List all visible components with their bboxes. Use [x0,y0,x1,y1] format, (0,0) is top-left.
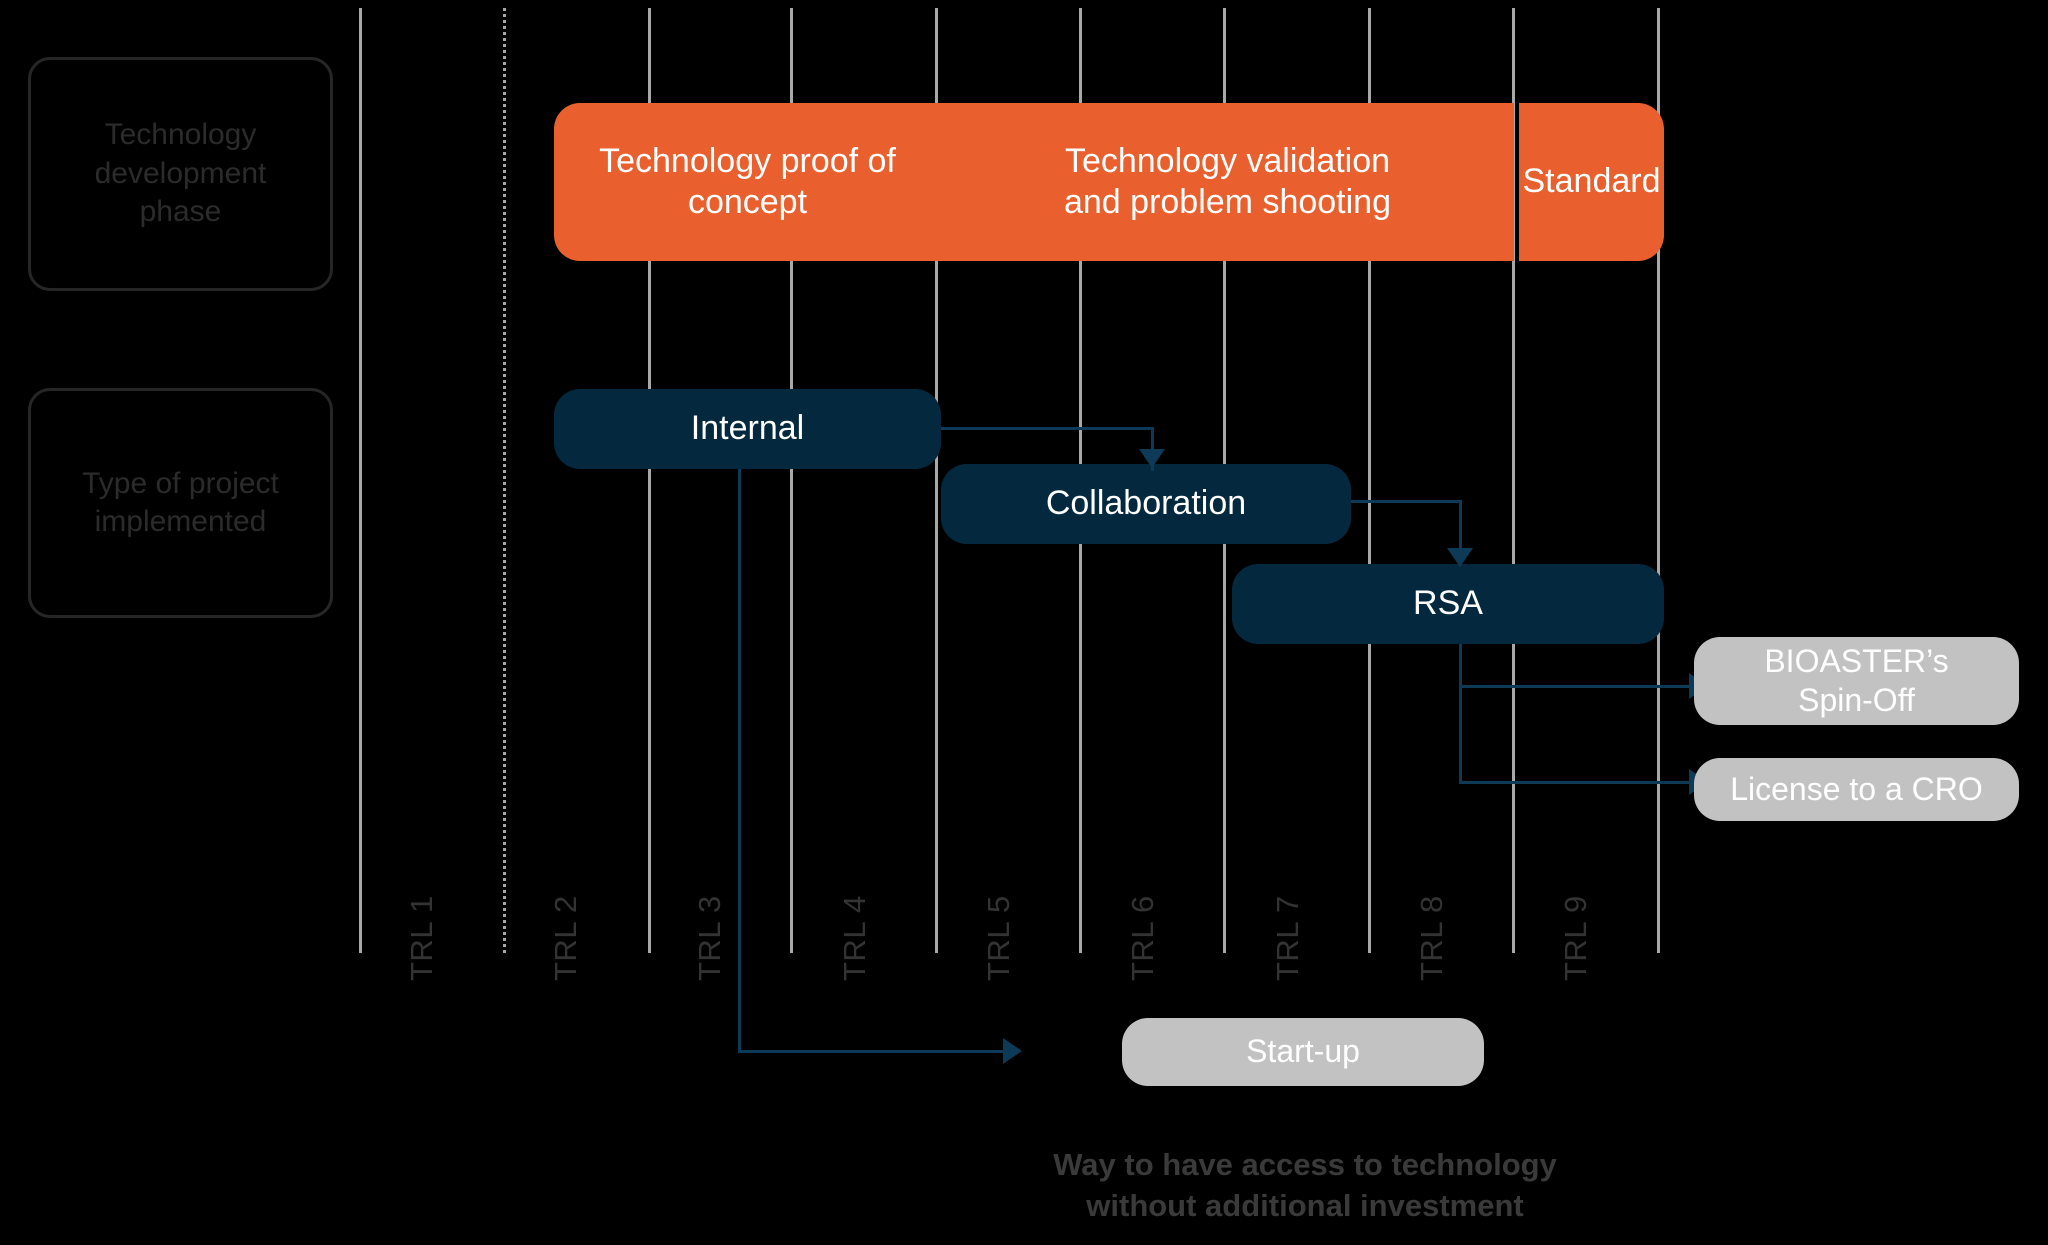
phase-technology-proof-of-concept-label: Technology proof of concept [599,141,896,221]
axis-tick-trl-5: TRL 5 [981,895,1017,981]
startup-caption: Way to have access to technology without… [900,1105,1710,1226]
axis-tick-trl-9: TRL 9 [1558,895,1594,981]
gridline-2 [648,8,651,953]
axis-tick-trl-4-text: TRL 4 [837,895,872,981]
axis-tick-trl-2-text: TRL 2 [548,895,583,981]
axis-tick-trl-2: TRL 2 [548,895,584,981]
axis-tick-trl-1: TRL 1 [404,895,440,981]
project-collaboration-label: Collaboration [1045,484,1247,523]
phase-technology-validation-label: Technology validation and problem shooti… [1063,141,1391,221]
gridline-4 [935,8,938,953]
gridline-7 [1368,8,1371,953]
project-rsa-label: RSA [1413,584,1483,623]
outcome-license-to-a-cro-label: License to a CRO [1730,770,1983,807]
connector-rsa-to-outcomes-vertical [1459,644,1462,784]
axis-tick-trl-6-text: TRL 6 [1125,895,1160,981]
technology-development-phase-text: Technology development phase [94,118,267,229]
axis-tick-trl-1-text: TRL 1 [404,895,439,981]
arrowhead-collaboration-to-rsa [1447,548,1473,567]
project-internal-label: Internal [690,409,805,448]
outcome-bioaster-spin-off[interactable]: BIOASTER’s Spin-Off [1694,637,2019,725]
connector-rsa-to-spinoff-horizontal [1459,685,1696,688]
connector-internal-to-collaboration-horizontal [941,427,1153,430]
outcome-bioaster-spin-off-label: BIOASTER’s Spin-Off [1764,642,1949,718]
phase-technology-proof-of-concept[interactable]: Technology proof of concept [554,103,941,261]
startup-caption-text: Way to have access to technology without… [1053,1147,1557,1223]
gridline-9 [1657,8,1660,953]
technology-development-phase-label: Technology development phase [28,57,333,291]
project-rsa[interactable]: RSA [1232,564,1664,644]
axis-tick-trl-5-text: TRL 5 [981,895,1016,981]
arrowhead-internal-to-startup [1003,1038,1022,1064]
connector-internal-to-startup-vertical [738,469,741,1052]
axis-tick-trl-3-text: TRL 3 [692,895,727,981]
axis-tick-trl-7: TRL 7 [1270,895,1306,981]
gridline-dotted-trl1-trl2 [503,8,506,953]
axis-tick-trl-3: TRL 3 [692,895,728,981]
outcome-start-up[interactable]: Start-up [1122,1018,1484,1086]
outcome-license-to-a-cro[interactable]: License to a CRO [1694,758,2019,821]
phase-standard[interactable]: Standard [1519,103,1664,261]
outcome-start-up-label: Start-up [1246,1033,1360,1070]
gridline-0 [359,8,362,953]
connector-internal-to-startup-horizontal [738,1050,1008,1053]
project-collaboration[interactable]: Collaboration [941,464,1351,544]
phase-standard-label: Standard [1522,162,1661,201]
phase-technology-validation[interactable]: Technology validation and problem shooti… [941,103,1514,261]
axis-tick-trl-8-text: TRL 8 [1414,895,1449,981]
axis-tick-trl-6: TRL 6 [1125,895,1161,981]
axis-tick-trl-7-text: TRL 7 [1270,895,1305,981]
type-of-project-implemented-text: Type of project implemented [82,466,279,538]
axis-tick-trl-4: TRL 4 [837,895,873,981]
axis-tick-trl-9-text: TRL 9 [1558,895,1593,981]
type-of-project-implemented-label: Type of project implemented [28,388,333,618]
connector-rsa-to-license-horizontal [1459,781,1696,784]
project-internal[interactable]: Internal [554,389,941,469]
connector-collaboration-to-rsa-horizontal [1351,500,1461,503]
arrowhead-internal-to-collaboration [1139,449,1165,468]
axis-tick-trl-8: TRL 8 [1414,895,1450,981]
connector-collaboration-to-rsa-vertical [1459,500,1462,552]
gridline-3 [790,8,793,953]
gridline-8 [1512,8,1515,953]
